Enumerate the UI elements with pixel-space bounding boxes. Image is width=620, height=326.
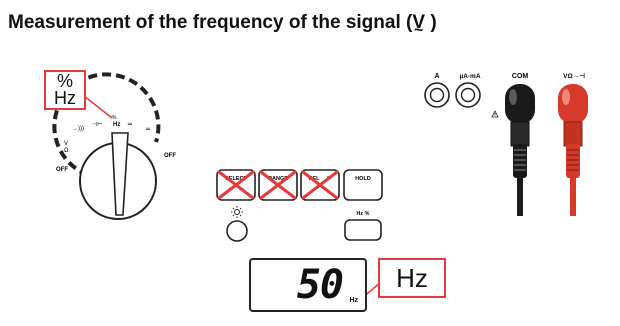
dial-callout-leader [83,95,113,119]
black-probe-cable [517,178,523,216]
select-button-label: SELECT [225,176,247,182]
callout-percent: % [56,71,73,91]
voltage-symbol-letter: V [412,12,426,33]
warning-icon [491,110,499,118]
black-probe-grip [513,144,527,178]
dial-pos-ac1: ≂ [127,121,133,128]
terminal-a-label: A [434,73,439,80]
title-close: ) [430,12,437,33]
function-buttons: SELECT RANGE REL Δ HOLD Hz % [216,169,383,242]
cross-select-b [217,170,255,200]
lcd-reading: 50 [296,262,344,308]
red-probe-head [558,84,588,124]
terminal-com-label: COM [512,73,529,80]
dial-pos-hz: Hz [113,122,120,128]
hz-percent-button[interactable] [344,219,382,241]
hold-button[interactable] [343,169,383,201]
cross-rel-b [301,170,339,200]
dial-pos-percent: % [112,115,117,121]
red-probe[interactable] [558,84,588,216]
cross-range-b [259,170,297,200]
hold-button-label: HOLD [355,176,371,182]
black-probe-head [505,84,535,124]
hz-percent-button-label: Hz % [356,211,369,217]
terminal-ua-ma-hole [460,87,476,103]
dial-pointer [111,132,129,216]
dial-function-callout: % Hz [44,70,86,110]
dial-pos-capacitance: ⊣⊢ [92,121,102,128]
ac-voltage-symbol: V~ [412,12,426,39]
backlight-button[interactable] [226,220,248,242]
black-probe[interactable] [505,84,535,216]
range-button-label: RANGE [268,176,288,182]
sun-icon [231,206,243,218]
red-probe-grip [566,144,580,178]
red-probe-sleeve [563,121,583,147]
black-probe-shine [509,89,517,105]
dial-pos-ac2: ≂ [145,126,151,133]
dial-off-left: OFF [56,167,68,173]
red-probe-ridges [567,149,579,171]
terminal-a-hole [429,87,445,103]
disabled-marks [217,170,339,200]
title-text: Measurement of the frequency of the sign… [8,12,413,33]
lcd-unit: Hz [349,297,358,304]
lcd-display: 50 Hz [249,258,367,312]
terminal-ua-ma-label: µA·mA [459,73,480,80]
black-probe-sleeve [510,121,530,147]
dial-pos-continuity: →))) [72,126,84,132]
ac-tilde: ~ [414,22,424,39]
callout-hz: Hz [54,88,76,108]
black-probe-ridges [514,149,526,171]
dial-off-right: OFF [164,153,176,159]
red-probe-cable [570,178,576,216]
unit-callout: Hz [378,258,446,298]
terminal-v-label: VΩ→⊣ [563,72,585,80]
page-title: Measurement of the frequency of the sign… [8,12,437,39]
red-probe-shine [562,89,570,105]
dial-pos-v: V [64,141,68,147]
terminals: A µA·mA COM VΩ→⊣ [424,72,585,118]
dial-pos-ohm: Ω [64,148,69,154]
